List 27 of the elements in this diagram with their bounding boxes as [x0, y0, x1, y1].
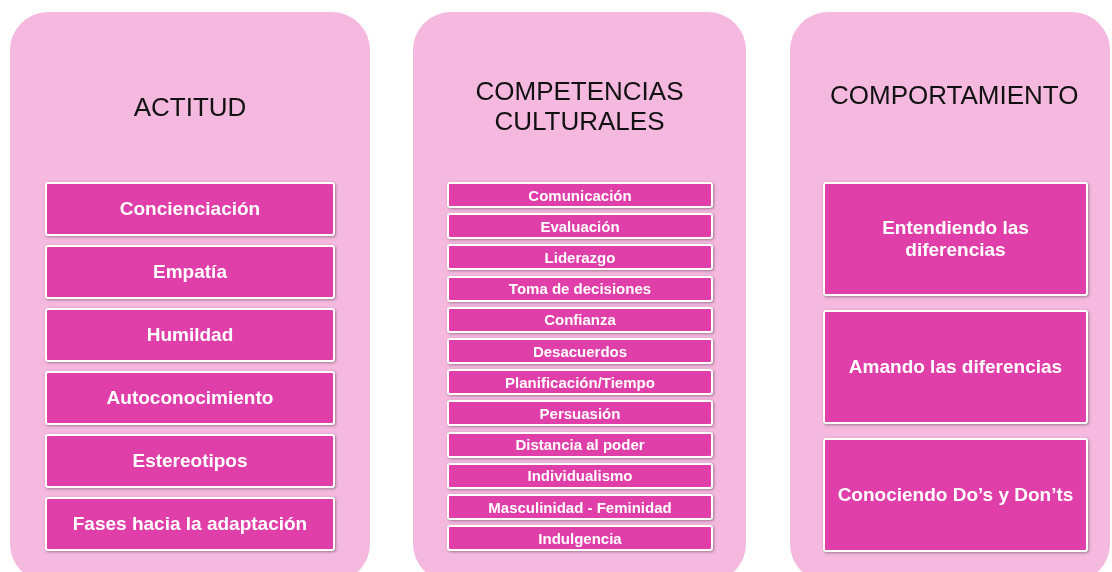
item-box: Concienciación [45, 182, 335, 236]
item-box: Masculinidad - Feminidad [447, 494, 713, 520]
category-panel [413, 12, 746, 572]
item-box: Conociendo Do’s y Don’ts [823, 438, 1088, 552]
item-box: Planificación/Tiempo [447, 369, 713, 396]
category-panel [790, 12, 1110, 572]
item-box: Confianza [447, 306, 713, 333]
item-box: Humildad [45, 308, 335, 362]
item-box: Toma de decisiones [447, 275, 713, 302]
item-box: Distancia al poder [447, 431, 713, 458]
item-box: Amando las diferencias [823, 310, 1088, 424]
item-box: Individualismo [447, 462, 713, 489]
panel-title: ACTITUD [132, 92, 248, 122]
item-box: Fases hacia la adaptación [45, 497, 335, 551]
item-box: Autoconocimiento [45, 371, 335, 425]
item-box: Evaluación [447, 213, 713, 240]
item-box: Liderazgo [447, 244, 713, 271]
panel-title: COMPORTAMIENTO [829, 80, 1080, 110]
item-box: Comunicación [447, 182, 713, 208]
item-box: Estereotipos [45, 434, 335, 488]
item-box: Entendiendo las diferencias [823, 182, 1088, 296]
item-box: Persuasión [447, 400, 713, 427]
category-panel [10, 12, 370, 572]
panel-title: COMPETENCIAS CULTURALES [474, 76, 685, 136]
item-box: Desacuerdos [447, 338, 713, 364]
item-box: Indulgencia [447, 525, 713, 552]
item-box: Empatía [45, 245, 335, 299]
